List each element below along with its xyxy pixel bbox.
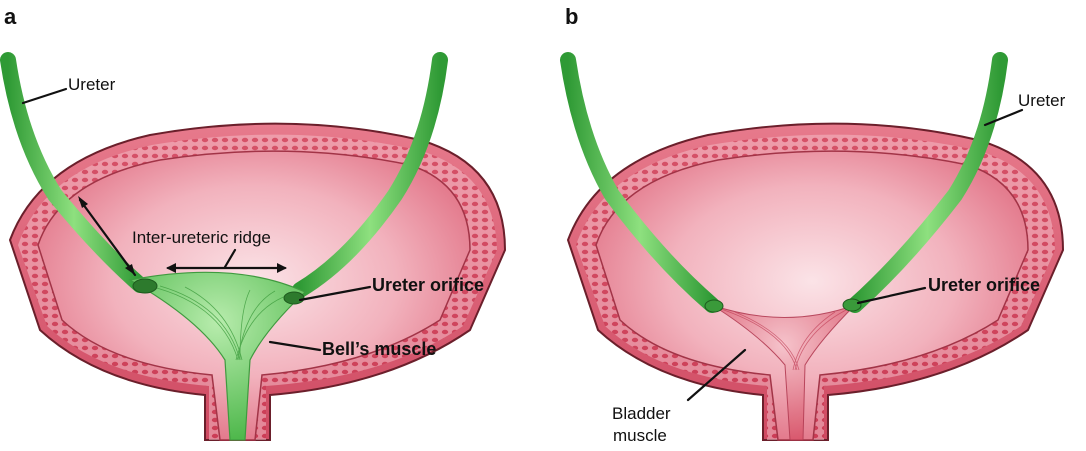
ridge-label-a: Inter-ureteric ridge bbox=[132, 228, 271, 247]
panel-a: a Ureter Inter-ureteric ridge bbox=[4, 4, 505, 440]
panel-a-letter: a bbox=[4, 4, 17, 29]
ureter-orifice-left-b bbox=[705, 300, 723, 312]
ureter-orifice-right-a bbox=[284, 292, 304, 304]
ureter-label-a: Ureter bbox=[68, 75, 116, 94]
muscle-label-a: Bell’s muscle bbox=[322, 339, 436, 359]
muscle-label-b-line1: Bladder bbox=[612, 404, 671, 423]
ureter-orifice-right-b bbox=[843, 299, 861, 311]
ureter-leader-a bbox=[23, 89, 66, 103]
orifice-label-a: Ureter orifice bbox=[372, 275, 484, 295]
ureter-label-b: Ureter bbox=[1018, 91, 1066, 110]
muscle-label-b-line2: muscle bbox=[613, 426, 667, 445]
ureter-orifice-left-a bbox=[133, 279, 157, 293]
panel-b-letter: b bbox=[565, 4, 578, 29]
orifice-label-b: Ureter orifice bbox=[928, 275, 1040, 295]
panel-b: b Ureter Ureter orifice Bladder muscle bbox=[565, 4, 1066, 445]
